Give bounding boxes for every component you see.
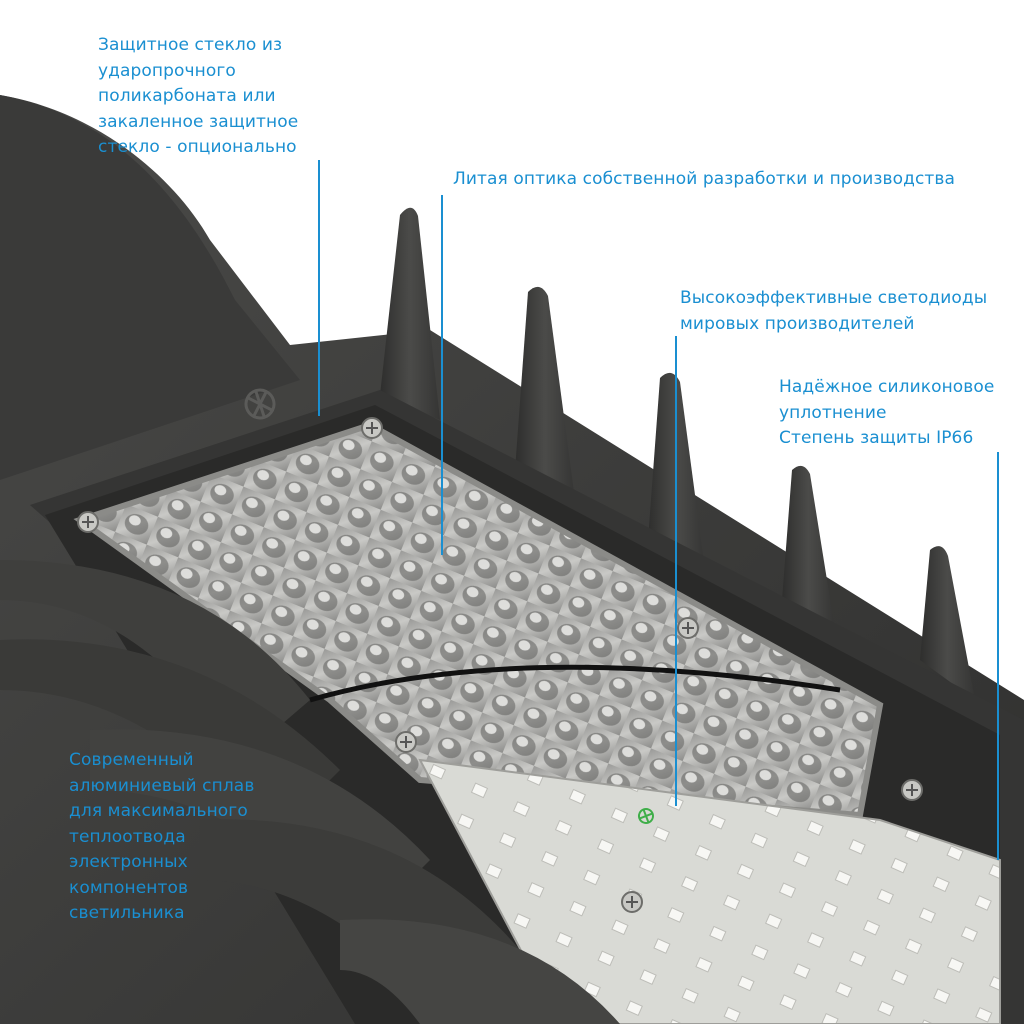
alloy-callout-line: электронных	[69, 852, 188, 872]
seal-callout-line: уплотнение	[779, 402, 887, 423]
glass-callout-line: стекло - опционально	[98, 137, 297, 157]
fin-3	[648, 372, 705, 570]
optics-leader-line	[441, 195, 443, 555]
alloy-callout-line: алюминиевый сплав	[69, 775, 255, 796]
glass-callout-line: Защитное стекло из	[98, 35, 283, 55]
brand-logo-icon	[244, 388, 276, 420]
seal-callout-line: Степень защиты IP66	[779, 428, 974, 448]
alloy-callout-line: компонентов	[69, 877, 189, 898]
fin-5	[920, 546, 975, 700]
optics-callout-line: Литая оптика собственной разработки и пр…	[453, 169, 956, 189]
brand-logo-icon	[638, 808, 654, 824]
alloy-callout-line: Современный	[69, 750, 194, 770]
fin-2	[515, 286, 575, 500]
screw-icon	[77, 417, 923, 913]
seal-leader-line	[997, 452, 999, 860]
glass-leader-line	[318, 160, 320, 416]
alloy-callout: Современный алюминиевый сплав для максим…	[69, 748, 254, 927]
leds-callout-line: мировых производителей	[680, 313, 915, 334]
glass-callout-line: закаленное защитное	[98, 111, 299, 132]
glass-callout: Защитное стекло из ударопрочного поликар…	[98, 33, 298, 161]
glass-callout-line: ударопрочного	[98, 60, 236, 81]
alloy-callout-line: теплоотвода	[69, 826, 186, 847]
leds-callout-line: Высокоэффективные светодиоды	[680, 288, 988, 308]
optics-callout: Литая оптика собственной разработки и пр…	[453, 167, 955, 193]
leds-leader-line	[675, 336, 677, 806]
glass-callout-line: поликарбоната или	[98, 86, 276, 106]
alloy-callout-line: светильника	[69, 903, 185, 923]
fin-4	[782, 465, 835, 630]
alloy-callout-line: для максимального	[69, 801, 248, 821]
fin-1	[380, 207, 440, 420]
seal-callout-line: Надёжное силиконовое	[779, 377, 995, 397]
leds-callout: Высокоэффективные светодиоды мировых про…	[680, 286, 987, 337]
seal-callout: Надёжное силиконовое уплотнение Степень …	[779, 375, 994, 452]
